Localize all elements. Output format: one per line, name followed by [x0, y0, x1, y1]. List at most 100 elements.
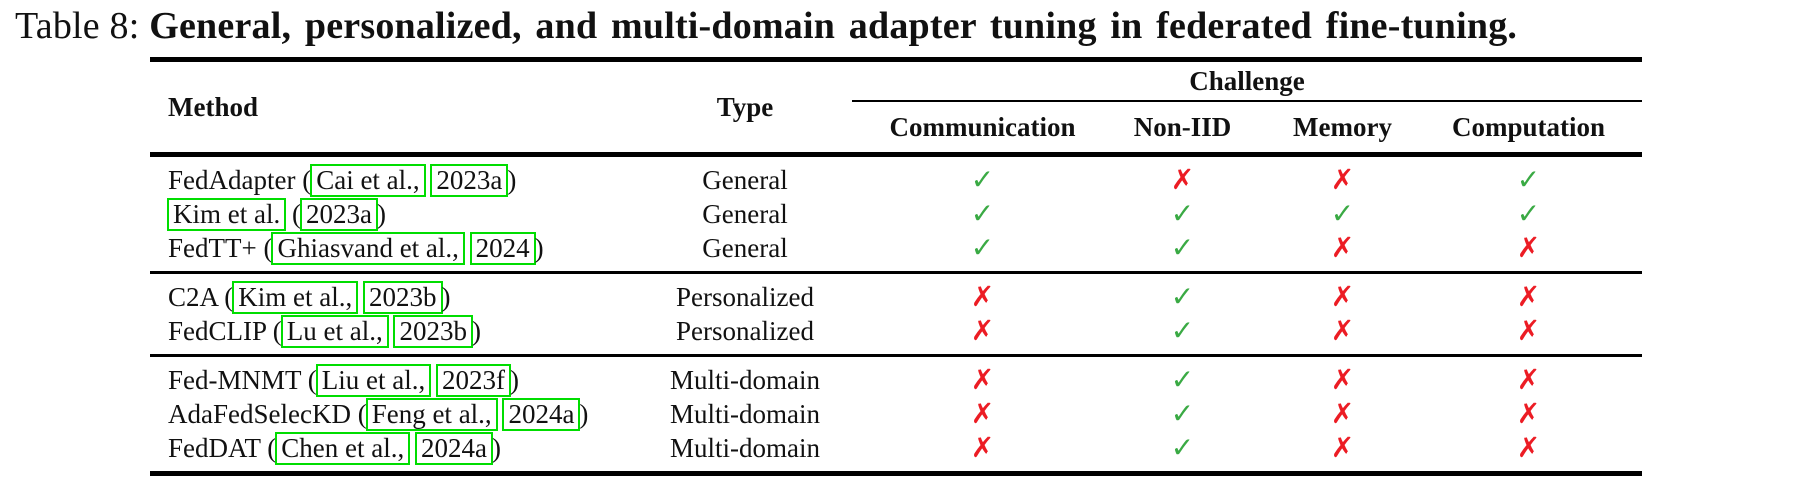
challenge-mark: ✗: [1330, 397, 1355, 430]
citation-link[interactable]: Kim et al.: [167, 197, 287, 232]
method-cell: C2A (Kim et al., 2023b): [150, 280, 620, 315]
challenge-mark: ✓: [1516, 197, 1541, 230]
citation-year-link[interactable]: 2023a: [299, 197, 378, 232]
challenge-mark: ✓: [970, 231, 995, 264]
table-group-rule: [150, 354, 1642, 357]
challenge-mark: ✓: [1170, 314, 1195, 347]
method-text: FedTT+ (: [168, 232, 273, 263]
method-cell: AdaFedSelecKD (Feng et al., 2024a): [150, 397, 620, 432]
column-header-memory: Memory: [1293, 111, 1392, 142]
challenge-mark: ✓: [1330, 197, 1355, 230]
challenge-mark: ✗: [970, 397, 995, 430]
table-header: Method Type Challenge Communication Non-…: [150, 62, 1642, 152]
table-header-rule: [150, 152, 1642, 157]
challenge-mark: ✗: [1170, 163, 1195, 196]
table-group-multi-domain: Fed-MNMT (Liu et al., 2023f) Multi-domai…: [150, 357, 1642, 471]
type-cell: General: [702, 164, 788, 195]
challenge-mark: ✗: [1330, 363, 1355, 396]
method-cell: FedAdapter (Cai et al., 2023a): [150, 163, 620, 198]
method-text: ): [509, 364, 519, 395]
challenge-mark: ✗: [970, 431, 995, 464]
type-cell: Multi-domain: [670, 432, 820, 463]
type-cell: Multi-domain: [670, 398, 820, 429]
challenge-mark: ✓: [970, 163, 995, 196]
citation-link[interactable]: Feng et al.,: [365, 397, 498, 432]
challenge-mark: ✗: [1330, 431, 1355, 464]
table-caption: Table 8: General, personalized, and mult…: [15, 4, 1517, 48]
table-row: C2A (Kim et al., 2023b) Personalized ✗ ✓…: [150, 280, 1642, 315]
method-cell: Fed-MNMT (Liu et al., 2023f): [150, 363, 620, 398]
table-row: FedDAT (Chen et al., 2024a) Multi-domain…: [150, 431, 1642, 466]
challenge-mark: ✗: [1330, 163, 1355, 196]
challenge-mark: ✗: [1516, 397, 1541, 430]
method-text: Fed-MNMT (: [168, 364, 317, 395]
table-row: Kim et al. (2023a) General ✓ ✓ ✓ ✓: [150, 197, 1642, 232]
table-bottom-rule: [150, 471, 1642, 476]
column-header-non-iid: Non-IID: [1133, 111, 1232, 142]
method-text: ): [507, 164, 517, 195]
challenge-mark: ✗: [970, 363, 995, 396]
citation-link[interactable]: Cai et al.,: [310, 163, 426, 198]
citation-link[interactable]: Ghiasvand et al.,: [271, 231, 465, 266]
citation-link[interactable]: Liu et al.,: [315, 363, 432, 398]
citation-year-link[interactable]: 2023a: [430, 163, 509, 198]
citation-year-link[interactable]: 2024a: [414, 431, 493, 466]
citation-link[interactable]: Kim et al.,: [232, 280, 359, 315]
challenge-mark: ✗: [1330, 231, 1355, 264]
challenge-mark: ✓: [1516, 163, 1541, 196]
method-text: C2A (: [168, 281, 234, 312]
method-cell: FedCLIP (Lu et al., 2023b): [150, 314, 620, 349]
method-text: (: [285, 198, 301, 229]
challenge-mark: ✓: [1170, 397, 1195, 430]
challenge-mark: ✗: [1516, 280, 1541, 313]
citation-link[interactable]: Chen et al.,: [275, 431, 411, 466]
citation-year-link[interactable]: 2024: [469, 231, 536, 266]
table-row: Fed-MNMT (Liu et al., 2023f) Multi-domai…: [150, 363, 1642, 398]
challenge-mark: ✗: [970, 314, 995, 347]
method-cell: Kim et al. (2023a): [150, 197, 620, 232]
method-text: ): [471, 315, 481, 346]
challenge-mark: ✗: [1330, 280, 1355, 313]
method-text: ): [534, 232, 544, 263]
column-header-communication: Communication: [889, 111, 1076, 142]
citation-year-link[interactable]: 2024a: [502, 397, 581, 432]
column-header-computation: Computation: [1451, 111, 1606, 142]
challenge-mark: ✗: [1516, 431, 1541, 464]
method-text: ): [579, 398, 589, 429]
challenge-mark: ✗: [1330, 314, 1355, 347]
column-group-header-challenge: Challenge: [852, 62, 1642, 102]
column-header-type: Type: [716, 91, 774, 122]
type-cell: General: [702, 232, 788, 263]
type-cell: General: [702, 198, 788, 229]
challenge-mark: ✓: [1170, 280, 1195, 313]
citation-year-link[interactable]: 2023f: [435, 363, 511, 398]
method-text: FedDAT (: [168, 432, 277, 463]
table-row: FedCLIP (Lu et al., 2023b) Personalized …: [150, 314, 1642, 349]
challenge-mark: ✗: [1516, 231, 1541, 264]
table-caption-number: Table 8:: [15, 5, 140, 47]
table: Method Type Challenge Communication Non-…: [150, 57, 1642, 476]
table-row: FedAdapter (Cai et al., 2023a) General ✓…: [150, 163, 1642, 198]
method-text: AdaFedSelecKD (: [168, 398, 367, 429]
table-group-rule: [150, 271, 1642, 274]
challenge-mark: ✓: [970, 197, 995, 230]
method-cell: FedDAT (Chen et al., 2024a): [150, 431, 620, 466]
citation-year-link[interactable]: 2023b: [363, 280, 443, 315]
citation-link[interactable]: Lu et al.,: [280, 314, 389, 349]
table-group-general: FedAdapter (Cai et al., 2023a) General ✓…: [150, 157, 1642, 271]
method-text: ): [376, 198, 386, 229]
challenge-mark: ✗: [1516, 314, 1541, 347]
challenge-mark: ✓: [1170, 363, 1195, 396]
challenge-mark: ✓: [1170, 231, 1195, 264]
type-cell: Personalized: [676, 281, 814, 312]
citation-year-link[interactable]: 2023b: [393, 314, 473, 349]
challenge-mark: ✓: [1170, 197, 1195, 230]
method-text: FedCLIP (: [168, 315, 282, 346]
table-row: FedTT+ (Ghiasvand et al., 2024) General …: [150, 231, 1642, 266]
challenge-mark: ✗: [970, 280, 995, 313]
method-text: ): [441, 281, 451, 312]
challenge-mark: ✗: [1516, 363, 1541, 396]
table-top-rule: [150, 57, 1642, 62]
table-caption-title: General, personalized, and multi-domain …: [149, 5, 1518, 47]
